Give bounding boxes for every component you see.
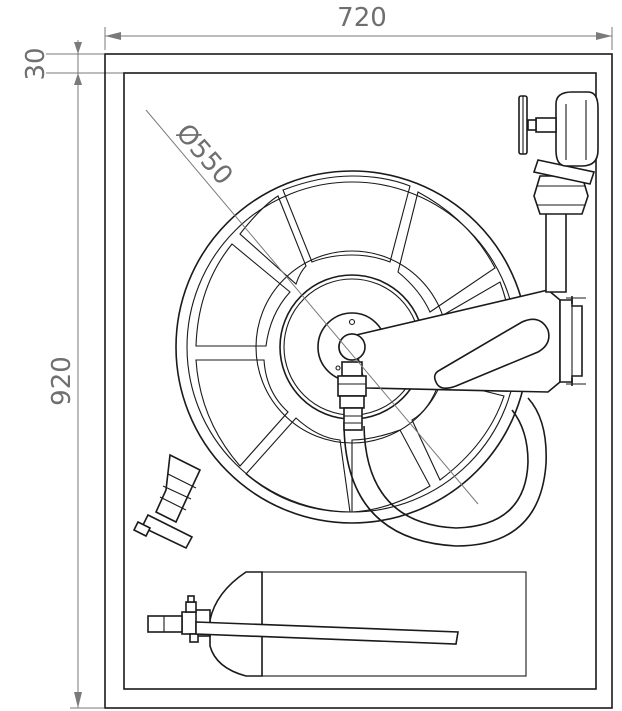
diameter-dimension-label: Ø550 bbox=[170, 118, 239, 191]
reel-openings bbox=[195, 175, 513, 513]
cabinet-frame bbox=[104, 53, 613, 709]
supply-pipe bbox=[518, 91, 599, 293]
height-dimension: 920 bbox=[47, 53, 104, 709]
offset-dimension-label: 30 bbox=[21, 47, 51, 80]
hose-loop bbox=[343, 397, 547, 547]
hose-nozzle bbox=[132, 453, 202, 550]
width-dimension-label: 720 bbox=[337, 3, 387, 33]
wall-bracket bbox=[559, 296, 586, 386]
hose-coupling bbox=[337, 333, 367, 431]
height-dimension-label: 920 bbox=[47, 356, 77, 406]
offset-dimension: 30 bbox=[21, 40, 124, 110]
fire-extinguisher bbox=[147, 571, 527, 677]
width-dimension: 720 bbox=[104, 3, 613, 50]
